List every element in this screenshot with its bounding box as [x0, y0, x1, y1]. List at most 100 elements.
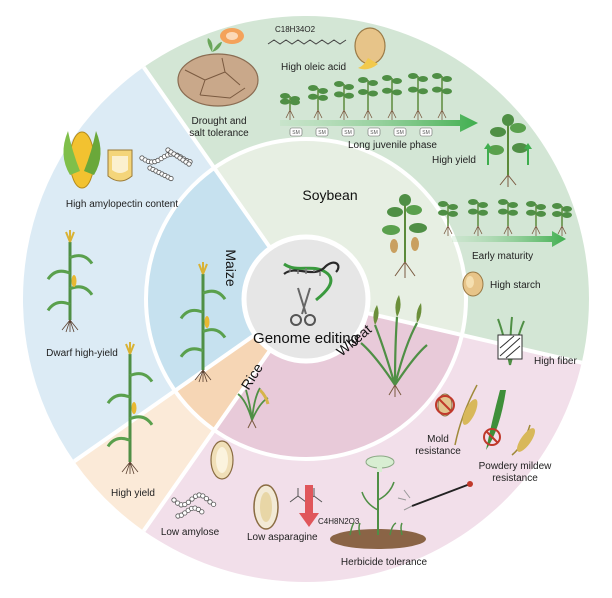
- amylose-bead: [189, 496, 195, 502]
- sector-rice-inner: [174, 334, 271, 431]
- trait-mold-line2: resistance: [415, 446, 461, 457]
- amylose-chain-icon: [171, 492, 217, 519]
- amylose-bead: [203, 496, 209, 502]
- maturity-plant-1: [468, 199, 488, 236]
- oleic-formula: C18H34O2: [275, 25, 316, 34]
- trait-mildew-line1: Powdery mildew: [479, 461, 553, 472]
- corn-kernel-icon: [107, 149, 133, 182]
- juvenile-plant-5: [408, 73, 428, 120]
- soybean-plant-icon: [382, 194, 427, 278]
- maize-dwarf-plant: [46, 230, 94, 333]
- amylopectin-chain-icon: [139, 147, 193, 182]
- trait-soy-high-yield: High yield: [432, 155, 476, 166]
- stage-badge: [393, 127, 407, 137]
- corn-cob-icon: [63, 131, 101, 189]
- amylose-bead: [199, 509, 205, 515]
- amylopectin-bead: [186, 161, 192, 167]
- rice-plant-icon: [237, 387, 270, 429]
- sector-wheat-inner: [214, 312, 462, 460]
- trait-high-oleic: High oleic acid: [281, 62, 346, 73]
- sprayer-icon: [397, 481, 473, 511]
- decrease-arrow-icon: [299, 485, 319, 527]
- early-maturity-plants: [438, 199, 572, 236]
- stage-badge-label: SM: [292, 130, 300, 136]
- stage-badge-label: SM: [318, 130, 326, 136]
- wheat-grain-icon: [253, 484, 279, 530]
- stage-badges: SM SM SM SM SM SM: [289, 127, 433, 137]
- sector-wheat-outer: [143, 334, 582, 582]
- trait-mildew-line2: resistance: [492, 473, 538, 484]
- stage-badge: [315, 127, 329, 137]
- wheat-ear-icon-mold: [454, 384, 478, 446]
- maturity-plant-2: [498, 199, 518, 236]
- trait-high-fiber: High fiber: [534, 356, 577, 367]
- stage-badge: [341, 127, 355, 137]
- trait-low-amylose: Low amylose: [161, 527, 220, 538]
- trait-drought-line2: salt tolerance: [189, 128, 249, 139]
- juvenile-plant-3: [358, 77, 378, 120]
- amylose-bead: [207, 499, 213, 505]
- mold-icon: [435, 393, 455, 417]
- stage-badge: [419, 127, 433, 137]
- cracked-soil-icon: [177, 38, 259, 107]
- starch-seed-icon: [462, 271, 484, 297]
- juvenile-plants-row: [280, 73, 452, 120]
- maize-plants: [46, 230, 227, 475]
- maturity-plant-0: [438, 201, 458, 236]
- amylose-bead: [200, 493, 206, 499]
- maize-inner-plant: [179, 262, 227, 383]
- center-title: Genome editing: [253, 330, 359, 347]
- soybean-high-yield-plant: [484, 114, 532, 187]
- soybean-seed-icon: [354, 27, 386, 70]
- trait-drought-line1: Drought and: [191, 116, 246, 127]
- divider-0: [142, 66, 273, 250]
- trait-herbicide: Herbicide tolerance: [341, 557, 428, 568]
- juvenile-plant-2: [334, 81, 354, 120]
- juvenile-plant-1: [308, 85, 328, 120]
- powdery-mildew-icon: [483, 390, 536, 456]
- crop-label-maize: Maize: [223, 249, 239, 287]
- amylose-bead: [185, 499, 191, 505]
- amylose-bead: [182, 510, 188, 516]
- trait-dwarf-high-yield: Dwarf high-yield: [46, 348, 118, 359]
- amylose-bead: [171, 497, 177, 503]
- maturity-plant-3: [526, 201, 546, 236]
- maize-high-yield-plant: [106, 342, 154, 475]
- asparagine-formula: C4H8N2O3: [318, 517, 360, 526]
- stage-badge-label: SM: [344, 130, 352, 136]
- divider-2: [142, 348, 273, 532]
- maturity-arrow: [452, 231, 566, 247]
- divider-3: [73, 332, 257, 463]
- amylose-bead: [182, 501, 188, 508]
- trait-high-amylopectin: High amylopectin content: [66, 199, 179, 210]
- sector-maize-inner: [146, 167, 271, 391]
- trait-long-juvenile: Long juvenile phase: [348, 140, 437, 151]
- sun-icon: [220, 28, 244, 44]
- sector-rice-outer: [74, 390, 215, 531]
- wheat-fiber-icon: [497, 316, 525, 366]
- scissors-icon: [290, 287, 316, 326]
- trait-high-starch: High starch: [490, 280, 541, 291]
- stage-badge-label: SM: [370, 130, 378, 136]
- maturity-plant-4: [552, 203, 572, 236]
- stage-badge: [289, 127, 303, 137]
- wheat-plant-icon: [360, 295, 428, 397]
- sector-soybean-inner: [214, 138, 466, 335]
- inner-ring-border: [144, 137, 468, 461]
- stage-badge-label: SM: [422, 130, 430, 136]
- crop-label-soybean: Soybean: [302, 187, 357, 203]
- amylose-bead: [211, 501, 217, 507]
- amylose-bead: [195, 506, 201, 512]
- stage-badge-label: SM: [396, 130, 404, 136]
- trait-low-asparagine: Low asparagine: [247, 532, 318, 543]
- trait-maize-high-yield: High yield: [111, 488, 155, 499]
- juvenile-plant-4: [382, 75, 402, 120]
- juvenile-plant-6: [432, 73, 452, 120]
- juvenile-arrow: [280, 114, 478, 132]
- dna-helix-icon: [283, 261, 340, 302]
- herbicide-field-icon: [330, 455, 426, 549]
- rice-grain-icon: [210, 440, 234, 480]
- juvenile-plant-0: [280, 93, 300, 120]
